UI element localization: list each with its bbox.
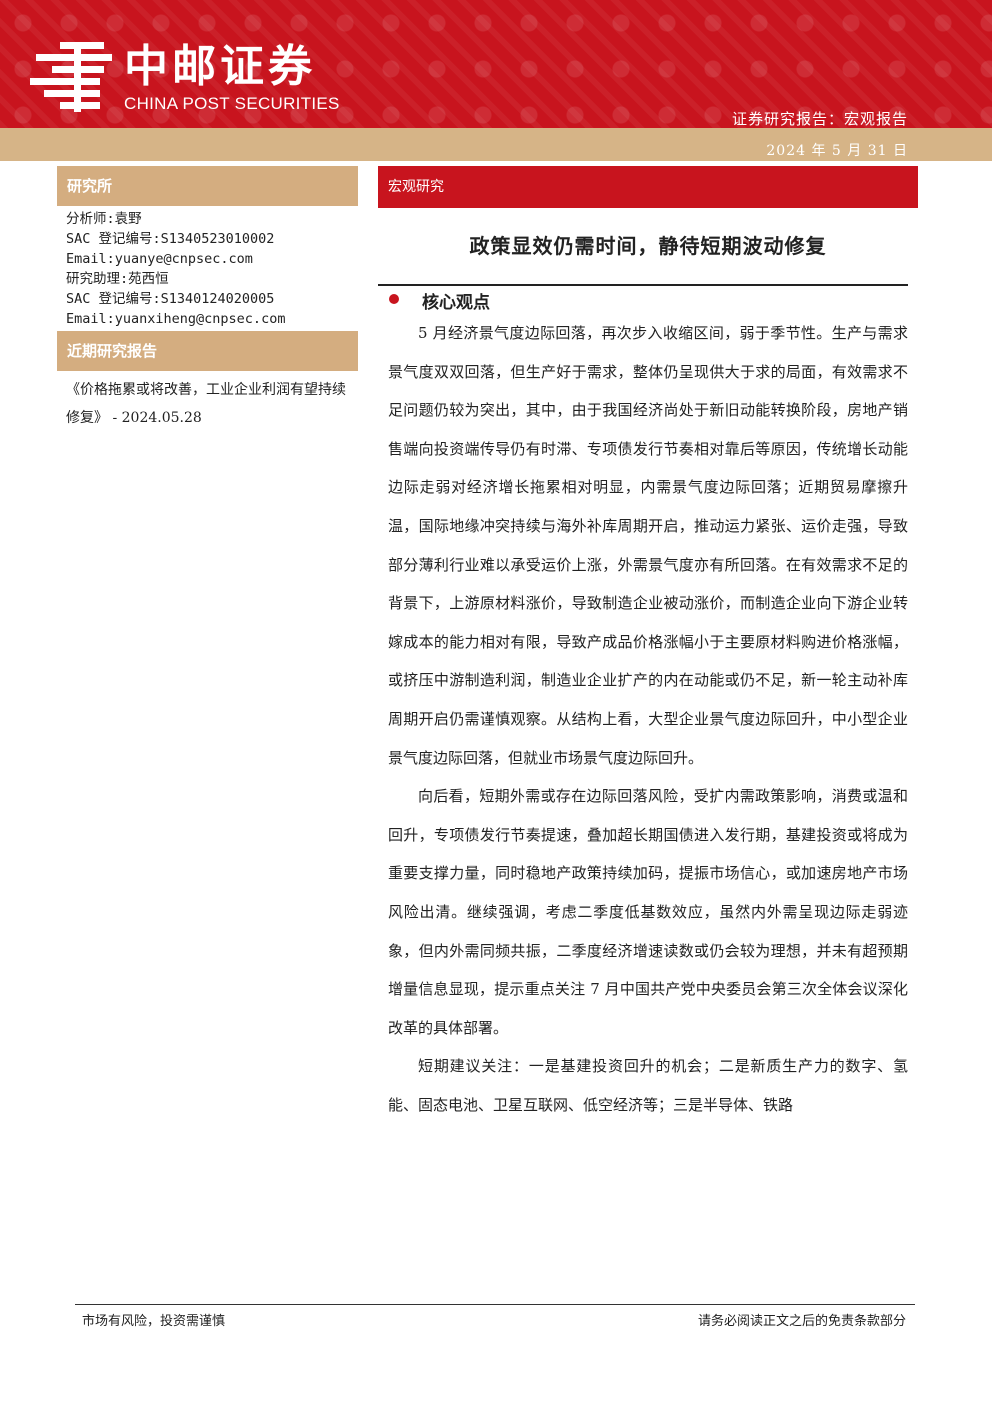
date-band: [0, 128, 992, 161]
risk-notice: 市场有风险，投资需谨慎: [82, 1314, 226, 1329]
report-type: 证券研究报告：宏观报告: [731, 110, 908, 128]
footer-divider: [75, 1304, 915, 1305]
analyst-email[interactable]: Email:yuanye@cnpsec.com: [66, 251, 253, 267]
bullet-dot-icon: [389, 294, 399, 304]
report-title: 政策显效仍需时间，静待短期波动修复: [469, 234, 827, 258]
assistant-email[interactable]: Email:yuanxiheng@cnpsec.com: [66, 311, 286, 327]
institute-heading: 研究所: [57, 166, 358, 206]
report-date: 2024 年 5 月 31 日: [766, 143, 908, 159]
paragraph: 5 月经济景气度边际回落，再次步入收缩区间，弱于季节性。生产与需求景气度双双回落…: [388, 324, 908, 767]
brand-name-en: CHINA POST SECURITIES: [124, 94, 340, 113]
title-divider: [378, 284, 908, 286]
paragraph: 短期建议关注：一是基建投资回升的机会；二是新质生产力的数字、氢能、固态电池、卫星…: [388, 1057, 908, 1114]
body-text: 5 月经济景气度边际回落，再次步入收缩区间，弱于季节性。生产与需求景气度双双回落…: [388, 314, 908, 1124]
section-label: 宏观研究: [378, 166, 918, 208]
recent-reports-heading: 近期研究报告: [57, 331, 358, 371]
analyst-name: 分析师:袁野: [66, 211, 142, 227]
header-banner: 中邮证券 CHINA POST SECURITIES 证券研究报告：宏观报告: [0, 0, 992, 128]
assistant-name: 研究助理:苑西恒: [66, 271, 169, 287]
paragraph: 向后看，短期外需或存在边际回落风险，受扩内需政策影响，消费或温和回升，专项债发行…: [388, 787, 908, 1037]
assistant-sac-number: SAC 登记编号:S1340124020005: [66, 291, 275, 307]
core-view-heading: 核心观点: [422, 293, 490, 313]
recent-report-link[interactable]: 《价格拖累或将改善，工业企业利润有望持续修复》 - 2024.05.28: [66, 382, 346, 426]
analyst-sac-number: SAC 登记编号:S1340523010002: [66, 231, 275, 247]
disclaimer-notice: 请务必阅读正文之后的免责条款部分: [697, 1314, 906, 1329]
analyst-info: 分析师:袁野 SAC 登记编号:S1340523010002 Email:yua…: [66, 209, 356, 329]
china-post-logo-icon: [30, 42, 112, 112]
brand-name-cn: 中邮证券: [124, 41, 316, 92]
